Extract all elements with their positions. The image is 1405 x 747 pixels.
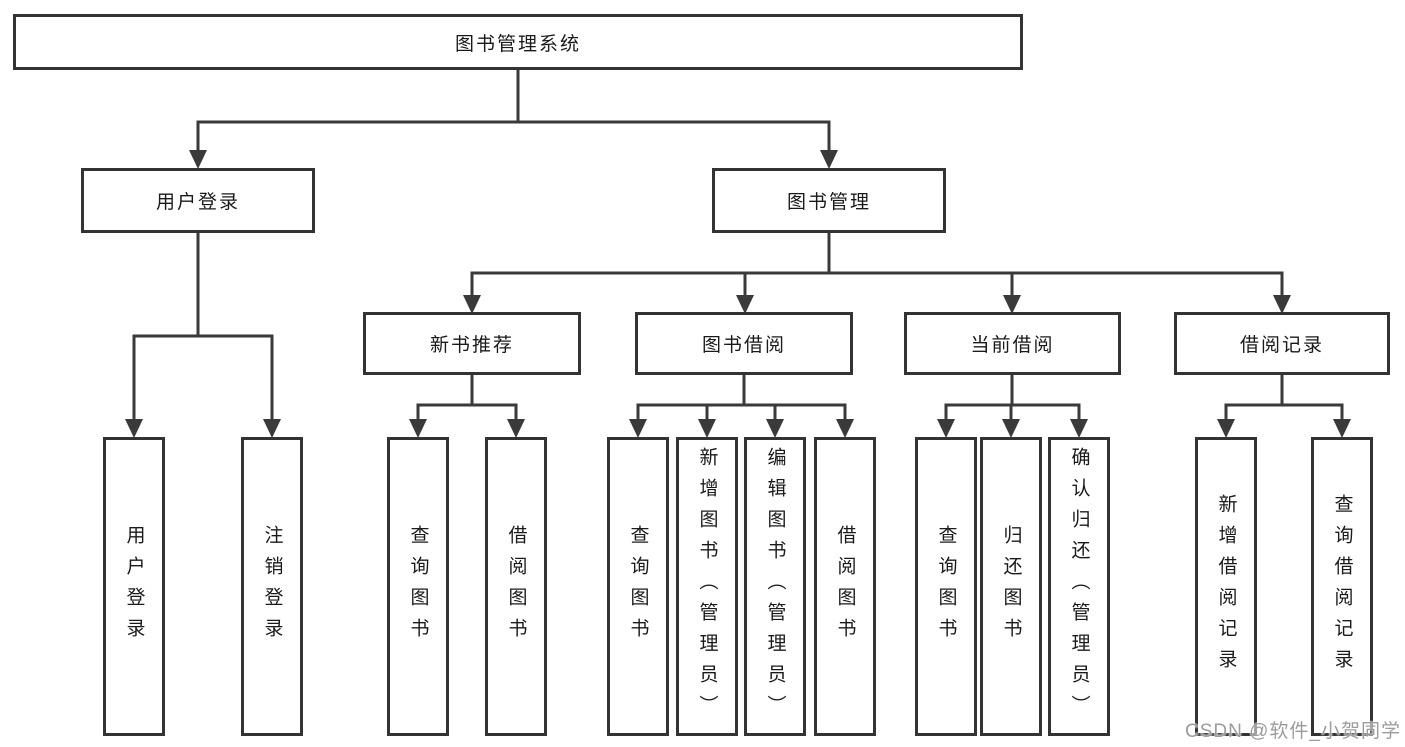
leaf-query-book-current: 查询图书 — [915, 437, 977, 736]
node-borrow-records: 借阅记录 — [1174, 312, 1390, 375]
leaf-add-borrow-record-label: 新增借阅记录 — [1215, 493, 1237, 680]
leaf-borrow-book-recommend-label: 借阅图书 — [505, 524, 527, 649]
node-book-borrow-label: 图书借阅 — [701, 335, 786, 356]
node-library-system: 图书管理系统 — [13, 14, 1023, 70]
leaf-confirm-return-admin: 确认归还（管理员） — [1048, 437, 1110, 736]
leaf-query-book-recommend: 查询图书 — [387, 437, 449, 736]
leaf-borrow-book-label: 借阅图书 — [834, 524, 856, 649]
node-book-management: 图书管理 — [712, 168, 946, 233]
arrowheads — [125, 150, 1351, 438]
leaf-query-borrow-record-label: 查询借阅记录 — [1331, 493, 1353, 680]
leaf-logout-label: 注销登录 — [261, 524, 283, 649]
leaf-query-book: 查询图书 — [607, 437, 669, 736]
leaf-add-borrow-record: 新增借阅记录 — [1195, 437, 1257, 736]
leaf-edit-book-admin-label: 编辑图书（管理员） — [764, 447, 786, 726]
leaf-query-borrow-record: 查询借阅记录 — [1311, 437, 1373, 736]
node-book-management-label: 图书管理 — [786, 192, 871, 213]
leaf-return-book-label: 归还图书 — [1000, 524, 1022, 649]
leaf-query-book-label: 查询图书 — [627, 524, 649, 649]
node-new-book-recommend-label: 新书推荐 — [429, 335, 514, 356]
node-new-book-recommend: 新书推荐 — [363, 312, 581, 375]
csdn-watermark: CSDN @软件_小贺同学 — [1185, 721, 1401, 742]
node-current-borrow: 当前借阅 — [904, 312, 1121, 375]
leaf-confirm-return-admin-label: 确认归还（管理员） — [1068, 447, 1090, 726]
leaf-return-book: 归还图书 — [980, 437, 1042, 736]
leaf-query-book-current-label: 查询图书 — [935, 524, 957, 649]
node-borrow-records-label: 借阅记录 — [1239, 335, 1324, 356]
leaf-borrow-book: 借阅图书 — [814, 437, 876, 736]
node-user-login-label: 用户登录 — [155, 192, 240, 213]
leaf-edit-book-admin: 编辑图书（管理员） — [744, 437, 806, 736]
leaf-user-login: 用户登录 — [103, 437, 165, 736]
node-user-login: 用户登录 — [81, 168, 315, 233]
leaf-user-login-label: 用户登录 — [123, 524, 145, 649]
leaf-borrow-book-recommend: 借阅图书 — [485, 437, 547, 736]
node-library-system-label: 图书管理系统 — [454, 33, 581, 55]
leaf-logout: 注销登录 — [241, 437, 303, 736]
node-current-borrow-label: 当前借阅 — [970, 335, 1055, 356]
leaf-add-book-admin-label: 新增图书（管理员） — [696, 447, 718, 726]
node-book-borrow: 图书借阅 — [635, 312, 853, 375]
leaf-query-book-recommend-label: 查询图书 — [407, 524, 429, 649]
leaf-add-book-admin: 新增图书（管理员） — [676, 437, 738, 736]
